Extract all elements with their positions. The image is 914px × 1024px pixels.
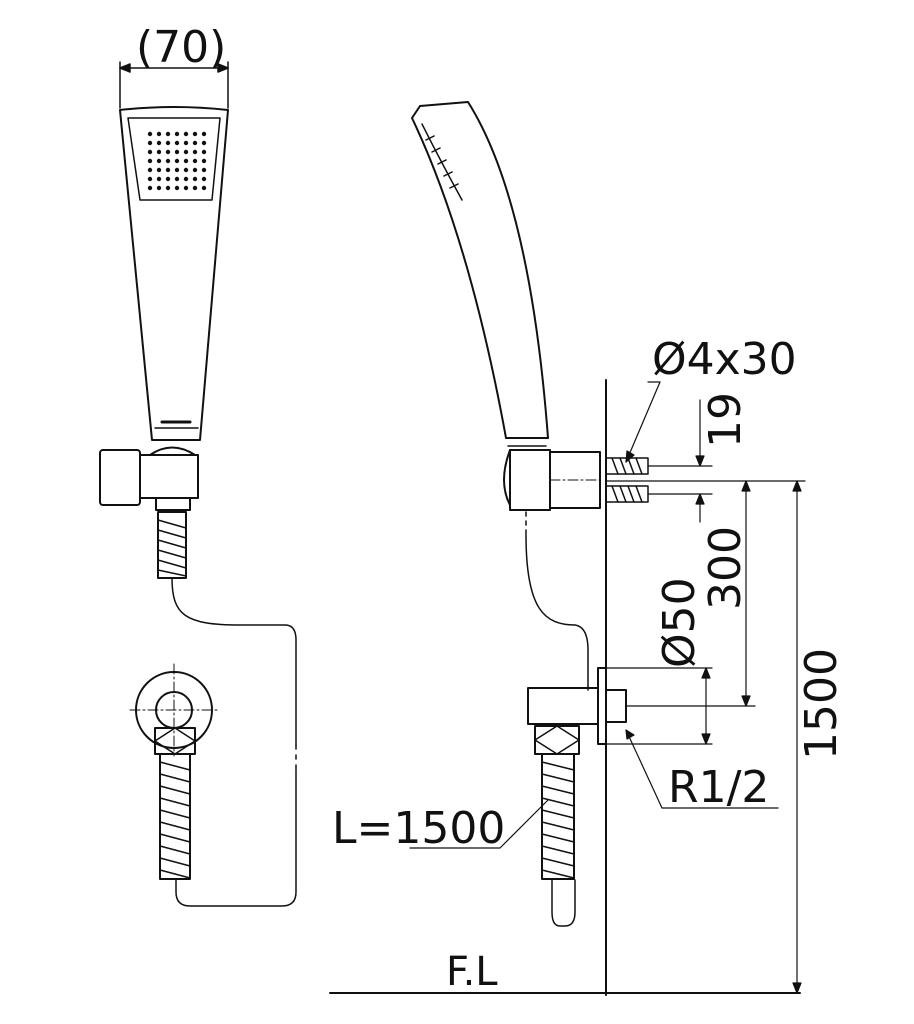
bracket-to-outlet-label: 300 bbox=[700, 526, 751, 610]
spray-nozzle bbox=[201, 185, 207, 191]
dimension-labels: (70) Ø4x30 19 300 Ø50 1500 R1/2 L=1500 F… bbox=[136, 22, 847, 995]
spray-nozzle bbox=[174, 176, 180, 182]
hose-side bbox=[525, 511, 589, 927]
spray-nozzle bbox=[201, 149, 207, 155]
spray-nozzle bbox=[165, 176, 171, 182]
spray-nozzle bbox=[174, 158, 180, 164]
spray-nozzle bbox=[201, 131, 207, 137]
spray-nozzle bbox=[165, 185, 171, 191]
spray-nozzle bbox=[174, 149, 180, 155]
wall-outlet-front bbox=[129, 663, 219, 880]
spray-nozzle bbox=[156, 131, 162, 137]
spray-nozzle bbox=[183, 176, 189, 182]
holder-side bbox=[503, 449, 601, 511]
mount-height-label: 1500 bbox=[796, 648, 847, 760]
spray-nozzle bbox=[156, 158, 162, 164]
flange-diameter-label: Ø50 bbox=[654, 577, 705, 668]
spray-nozzle bbox=[156, 185, 162, 191]
spray-nozzle bbox=[192, 167, 198, 173]
spray-nozzle bbox=[165, 158, 171, 164]
spray-nozzle bbox=[201, 140, 207, 146]
spray-nozzle bbox=[183, 185, 189, 191]
floor-level-label: F.L bbox=[446, 949, 498, 995]
holder-front bbox=[99, 446, 199, 511]
dimension-lines bbox=[409, 381, 806, 994]
screw-spacing-label: 19 bbox=[700, 392, 751, 448]
spray-nozzle bbox=[174, 185, 180, 191]
spray-nozzle bbox=[165, 140, 171, 146]
spray-nozzle bbox=[183, 149, 189, 155]
hand-shower-front bbox=[119, 106, 229, 441]
spray-nozzle bbox=[174, 167, 180, 173]
spray-nozzle bbox=[183, 167, 189, 173]
spray-nozzle bbox=[147, 149, 153, 155]
spray-nozzle bbox=[183, 158, 189, 164]
spray-nozzle bbox=[147, 167, 153, 173]
spray-nozzle bbox=[174, 140, 180, 146]
spray-nozzle bbox=[165, 131, 171, 137]
head-width-label: (70) bbox=[136, 22, 226, 73]
spray-nozzle bbox=[183, 140, 189, 146]
spray-nozzle bbox=[201, 176, 207, 182]
spray-nozzle bbox=[192, 131, 198, 137]
spray-nozzle bbox=[147, 176, 153, 182]
spray-nozzle bbox=[156, 176, 162, 182]
spray-nozzle bbox=[147, 140, 153, 146]
wall-outlet-side bbox=[527, 667, 627, 880]
spray-nozzle bbox=[156, 140, 162, 146]
spray-nozzle bbox=[192, 140, 198, 146]
hose-length-label: L=1500 bbox=[332, 803, 505, 854]
spray-nozzle bbox=[201, 167, 207, 173]
spray-nozzle bbox=[192, 176, 198, 182]
spray-nozzle bbox=[165, 149, 171, 155]
front-view bbox=[99, 61, 297, 907]
hand-shower-side bbox=[411, 101, 549, 447]
spray-nozzle bbox=[165, 167, 171, 173]
spray-nozzle bbox=[192, 185, 198, 191]
spray-nozzle bbox=[201, 158, 207, 164]
spray-nozzle bbox=[156, 149, 162, 155]
spray-nozzle bbox=[192, 149, 198, 155]
side-view bbox=[329, 101, 806, 996]
spray-nozzle bbox=[174, 131, 180, 137]
thread-label: R1/2 bbox=[668, 762, 769, 813]
screws bbox=[605, 457, 649, 503]
screw-label: Ø4x30 bbox=[652, 334, 797, 385]
spray-nozzle bbox=[147, 158, 153, 164]
spray-nozzle bbox=[147, 131, 153, 137]
head-width-dimension bbox=[119, 61, 229, 109]
spray-nozzle bbox=[147, 185, 153, 191]
spray-nozzle bbox=[156, 167, 162, 173]
hose-front bbox=[157, 511, 297, 907]
spray-nozzle bbox=[183, 131, 189, 137]
spray-nozzle bbox=[192, 158, 198, 164]
spray-nozzles-front bbox=[147, 131, 207, 191]
